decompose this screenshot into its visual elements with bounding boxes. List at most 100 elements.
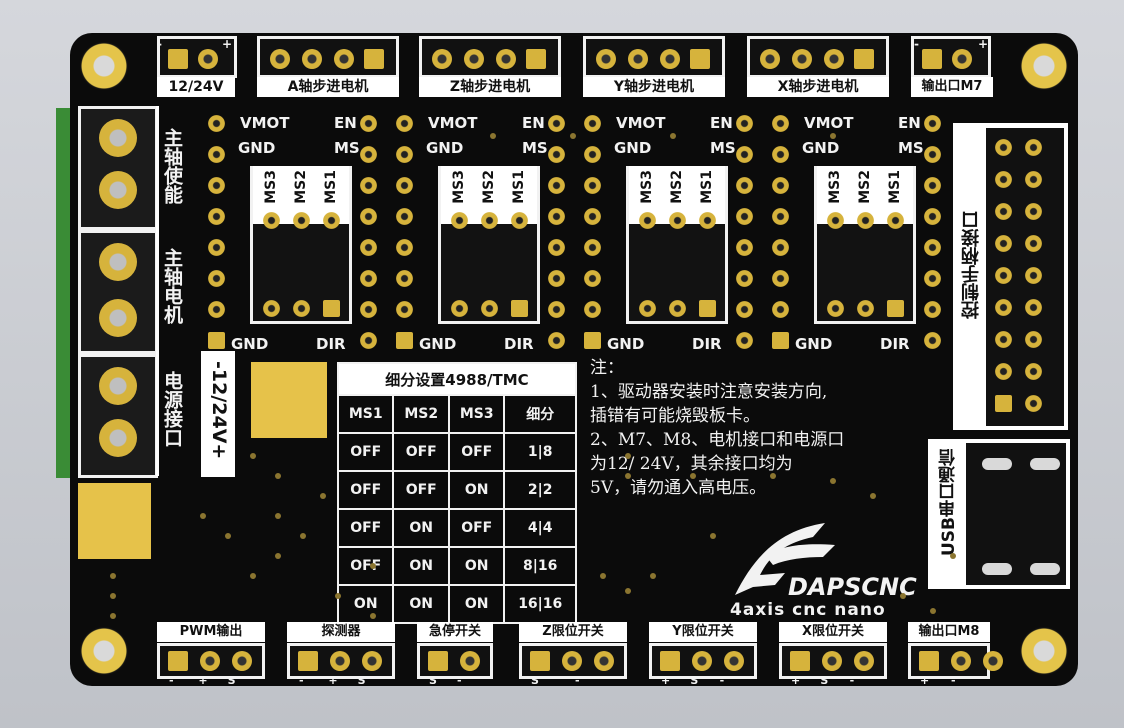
- bottom-connector: [287, 643, 395, 679]
- header-pad: [584, 208, 601, 225]
- via: [275, 553, 281, 559]
- microstep-jumper-pad[interactable]: [323, 212, 340, 229]
- microstep-jumper-pad[interactable]: [857, 212, 874, 229]
- header-pad: [548, 208, 565, 225]
- table-cell: ON: [447, 470, 506, 510]
- driver-pin-label-vmot: VMOT: [240, 114, 290, 132]
- mounting-hole: [80, 42, 128, 90]
- usb-mount-pad: [1030, 563, 1060, 575]
- bottom-connector-label: Y限位开关: [649, 622, 757, 642]
- header-pad: [548, 177, 565, 194]
- via: [830, 478, 836, 484]
- note-title: 注：: [590, 358, 624, 378]
- silk-plus: +: [978, 37, 989, 51]
- pin-polarity-mark: -: [719, 674, 725, 686]
- bottom-connector-label: X限位开关: [779, 622, 887, 642]
- via: [250, 573, 256, 579]
- table-cell: 4|4: [503, 508, 577, 548]
- handwheel-pin: [1025, 203, 1042, 220]
- microstep-table-title: 细分设置4988/TMC: [337, 362, 577, 396]
- microstep-jumper-pad[interactable]: [887, 212, 904, 229]
- pin-polarity-mark: -: [849, 674, 855, 686]
- header-pad: [208, 177, 225, 194]
- driver-signal-pad: [857, 300, 874, 317]
- header-pad: [736, 270, 753, 287]
- mounting-hole: [1020, 42, 1068, 90]
- microstep-label-ms3: MS3: [263, 170, 279, 204]
- header-pad: [772, 270, 789, 287]
- header-pad: [924, 332, 941, 349]
- driver-pin-label-en: EN: [522, 114, 545, 132]
- via: [710, 533, 716, 539]
- table-cell: OFF: [447, 432, 506, 472]
- driver-signal-pad: [481, 300, 498, 317]
- warning-note: 注： 1、驱动器安装时注意安装方向, 插错有可能烧毁板卡。 2、M7、M8、电机…: [590, 356, 940, 500]
- driver-signal-pad: [887, 300, 904, 317]
- pin-polarity-mark: +: [328, 674, 338, 686]
- pin-polarity-mark: -: [457, 674, 462, 686]
- via: [950, 553, 956, 559]
- header-pad: [548, 239, 565, 256]
- header-pad: [772, 239, 789, 256]
- header-pad: [772, 177, 789, 194]
- header-pad: [548, 115, 565, 132]
- table-cell: ON: [392, 584, 450, 624]
- table-header-cell: MS1: [336, 394, 395, 434]
- y-axis-motor-connector: [583, 36, 725, 78]
- voltage-label: -12/24V+: [208, 361, 230, 460]
- microstep-jumper-pad[interactable]: [827, 212, 844, 229]
- driver-pin-label-gnd: GND: [238, 139, 276, 157]
- driver-pin-label-gnd: GND: [426, 139, 464, 157]
- microstep-label-ms2: MS2: [481, 170, 497, 204]
- table-cell: 1|8: [503, 432, 577, 472]
- a-axis-motor-connector: [257, 36, 399, 78]
- table-cell: 2|2: [503, 470, 577, 510]
- microstep-jumper-pad[interactable]: [639, 212, 656, 229]
- microstep-jumper-pad[interactable]: [481, 212, 498, 229]
- handwheel-pin: [1025, 235, 1042, 252]
- pin-polarity-mark: S: [820, 674, 829, 686]
- header-pad: [360, 115, 377, 132]
- via: [200, 513, 206, 519]
- microstep-jumper-pad[interactable]: [699, 212, 716, 229]
- microstep-jumper-pad[interactable]: [451, 212, 468, 229]
- header-pad: [584, 301, 601, 318]
- header-pad: [208, 239, 225, 256]
- spindle-enable-label: 主轴使能: [161, 128, 183, 204]
- table-cell: OFF: [336, 470, 395, 510]
- usb-mount-pad: [1030, 458, 1060, 470]
- header-pad: [736, 239, 753, 256]
- table-cell: OFF: [447, 508, 506, 548]
- copper-pad: [251, 362, 327, 438]
- header-pad: [736, 177, 753, 194]
- microstep-jumper-pad[interactable]: [511, 212, 528, 229]
- table-cell: OFF: [392, 470, 450, 510]
- a-axis-motor-label: A轴步进电机: [257, 77, 399, 97]
- bottom-connector: [779, 643, 887, 679]
- header-pad: [208, 332, 225, 349]
- microstep-jumper-pad[interactable]: [669, 212, 686, 229]
- header-pad: [736, 301, 753, 318]
- header-pad: [584, 146, 601, 163]
- driver-signal-pad: [699, 300, 716, 317]
- header-pad: [396, 301, 413, 318]
- handwheel-interface-label: 控制手柄接口: [961, 211, 982, 319]
- x-axis-motor-connector: [747, 36, 889, 78]
- microstep-jumper-pad[interactable]: [293, 212, 310, 229]
- microstep-jumper-pad[interactable]: [263, 212, 280, 229]
- handwheel-pin: [995, 331, 1012, 348]
- microstep-label-ms3: MS3: [827, 170, 843, 204]
- table-cell: ON: [336, 584, 395, 624]
- table-cell: ON: [447, 546, 506, 586]
- header-pad: [396, 332, 413, 349]
- header-pad: [772, 208, 789, 225]
- via: [110, 613, 116, 619]
- header-pad: [396, 208, 413, 225]
- handwheel-pin: [995, 235, 1012, 252]
- microstep-label-ms3: MS3: [639, 170, 655, 204]
- pin-polarity-mark: -: [299, 674, 304, 686]
